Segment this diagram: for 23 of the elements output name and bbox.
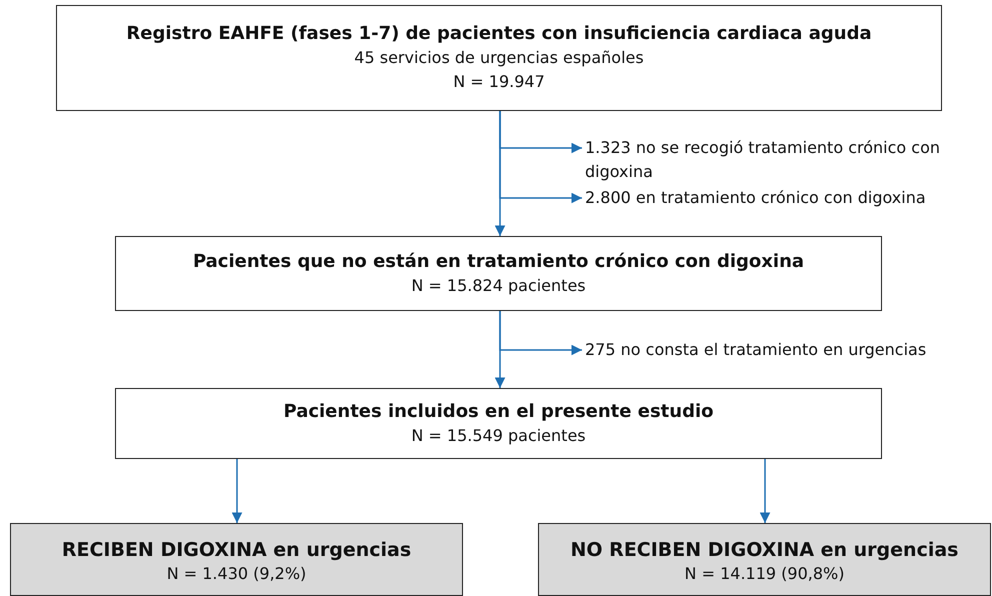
box-detail: N = 1.430 (9,2%) [166,563,308,585]
box-detail: N = 15.824 pacientes [410,274,587,296]
box-detail: N = 15.549 pacientes [410,424,587,446]
exclusion-note: 275 no consta el tratamiento en urgencias [585,338,990,362]
arrow [232,459,242,523]
box-detail: N = 14.119 (90,8%) [684,563,846,585]
box-detail: 45 servicios de urgencias españoles [353,47,645,69]
box-detail: N = 19.947 [452,71,546,93]
exclusion-note: 2.800 en tratamiento crónico con digoxina [585,186,990,210]
exclusion-note: 1.323 no se recogió tratamiento crónico con digoxina [585,136,985,184]
box-title: Registro EAHFE (fases 1-7) de pacientes con insuficiencia cardiaca aguda [125,22,873,46]
arrow [760,459,770,523]
arrow [499,111,582,204]
box-title: RECIBEN DIGOXINA en urgencias [60,538,412,562]
process-box [115,236,882,311]
arrow [499,311,582,356]
process-box [56,5,942,111]
box-title: NO RECIBEN DIGOXINA en urgencias [570,538,960,562]
group-box [10,523,463,596]
box-title: Pacientes incluidos en el presente estudio [282,400,715,424]
group-box [538,523,991,596]
process-box [115,388,882,459]
box-title: Pacientes que no están en tratamiento crónico con digoxina [192,250,806,274]
